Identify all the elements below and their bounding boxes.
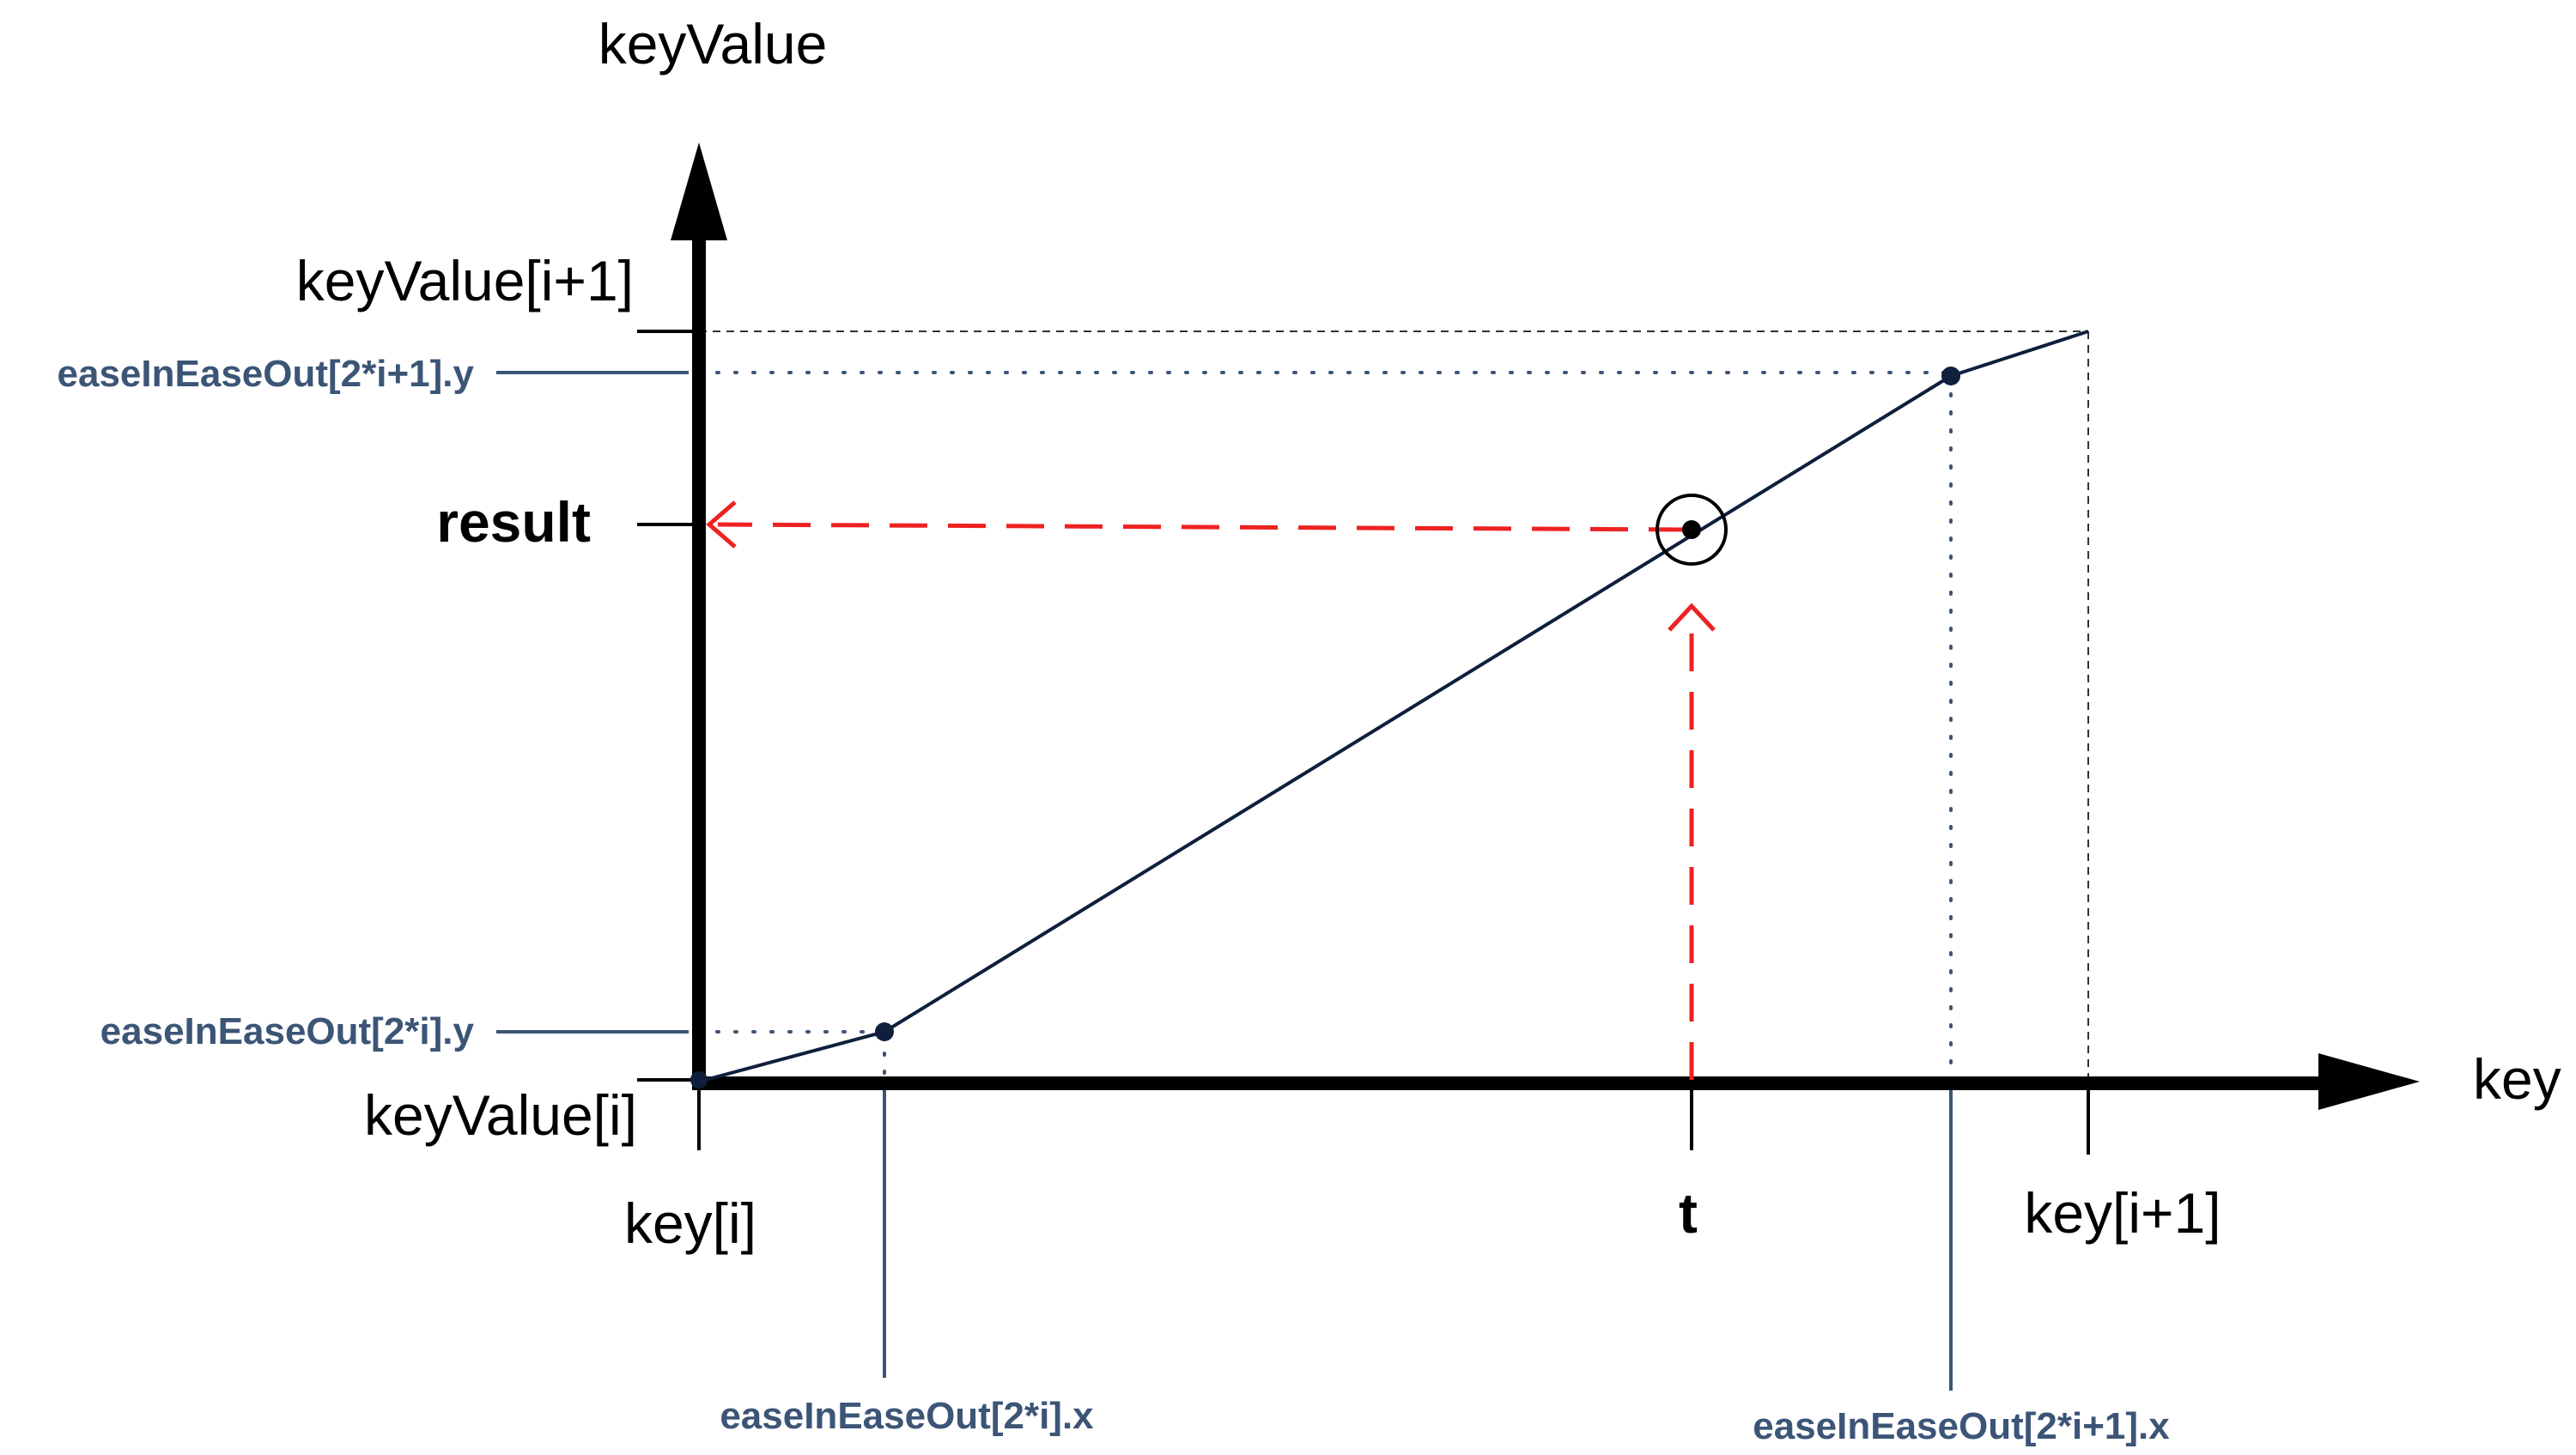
result-point — [1682, 520, 1701, 539]
x-axis-title: key — [2473, 1047, 2561, 1111]
result-projection-arrowhead — [706, 500, 737, 549]
label-keyvalue-i1: keyValue[i+1] — [296, 249, 634, 312]
label-key-i1: key[i+1] — [2024, 1181, 2221, 1245]
result-projection-line — [717, 522, 1687, 532]
start-point — [690, 1071, 708, 1088]
label-keyvalue-i: keyValue[i] — [364, 1083, 637, 1147]
label-key-i: key[i] — [624, 1191, 756, 1255]
ease-out-control-point — [1941, 367, 1960, 385]
y-axis-title: keyValue — [598, 12, 828, 76]
label-result: result — [436, 490, 591, 554]
label-ease-in-x: easeInEaseOut[2*i].x — [720, 1395, 1094, 1437]
t-projection-arrowhead — [1668, 603, 1716, 632]
x-axis-arrowhead — [2318, 1053, 2420, 1110]
y-axis-arrowhead — [671, 142, 727, 240]
interpolation-curve — [698, 330, 2089, 1083]
label-ease-out-x: easeInEaseOut[2*i+1].x — [1753, 1405, 2170, 1447]
result-point-ring — [1656, 494, 1728, 566]
label-t: t — [1679, 1181, 1698, 1245]
label-ease-out-y: easeInEaseOut[2*i+1].y — [58, 353, 475, 395]
label-ease-in-y: easeInEaseOut[2*i].y — [100, 1010, 475, 1052]
ease-in-control-point — [875, 1022, 894, 1041]
